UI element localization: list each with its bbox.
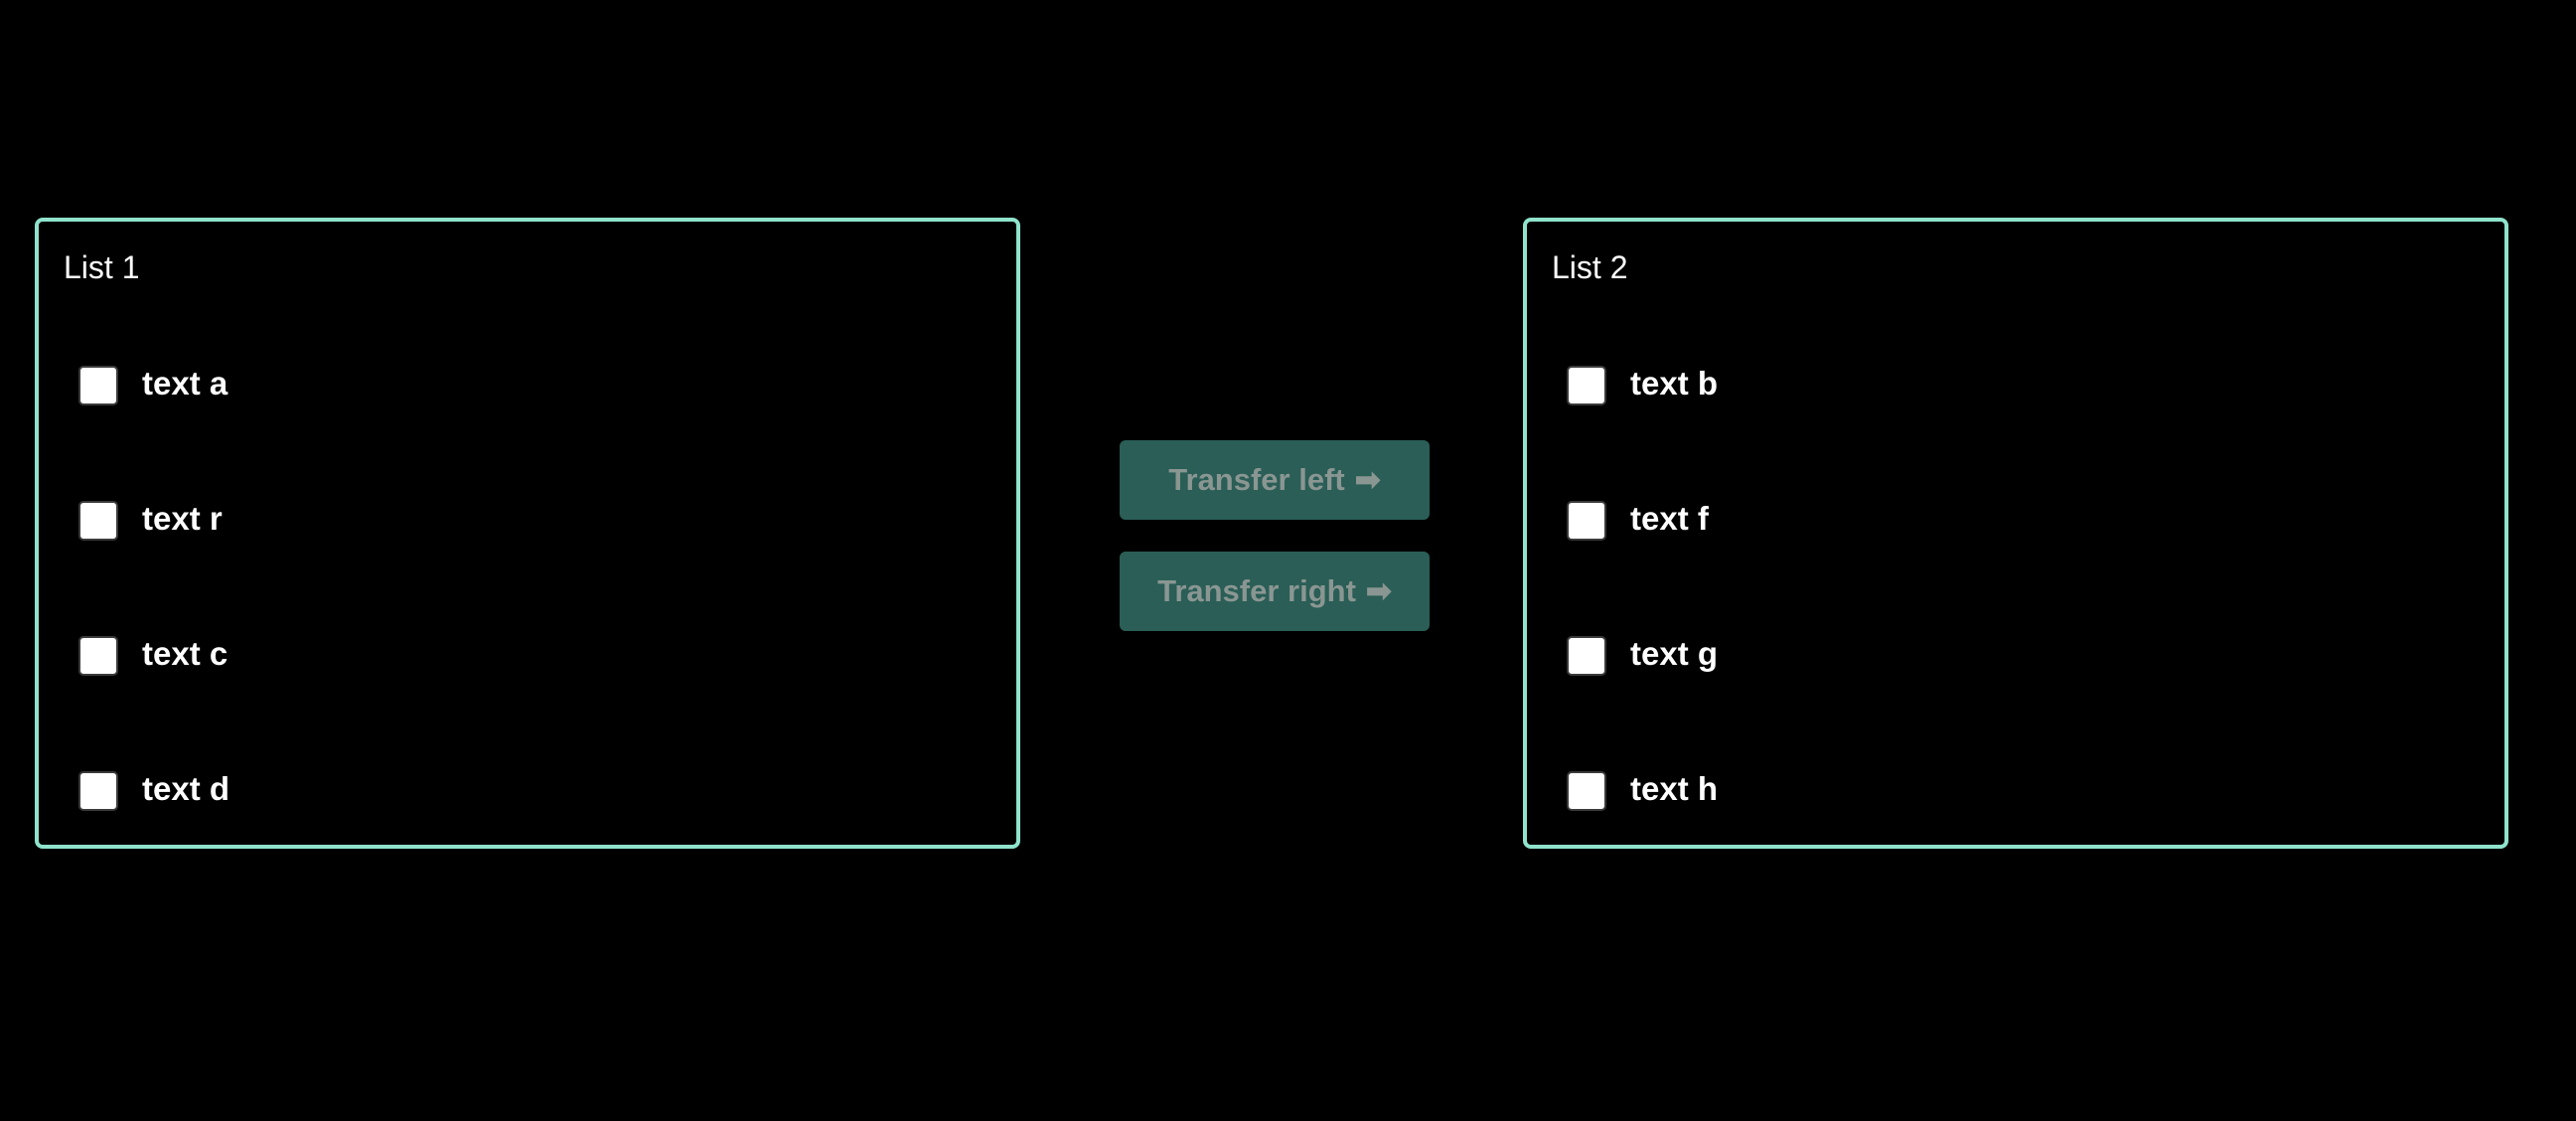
list-item[interactable]: text b bbox=[1567, 364, 1718, 407]
item-checkbox[interactable] bbox=[78, 636, 118, 676]
arrow-right-icon: ➡ bbox=[1365, 573, 1392, 608]
list-item[interactable]: text h bbox=[1567, 769, 1718, 813]
list-1-title: List 1 bbox=[64, 249, 140, 285]
item-label: text f bbox=[1630, 499, 1709, 537]
list-item[interactable]: text g bbox=[1567, 634, 1718, 678]
list-1-panel: List 1 text a text r text c text d bbox=[35, 218, 1020, 849]
item-checkbox[interactable] bbox=[78, 771, 118, 811]
list-item[interactable]: text c bbox=[78, 634, 227, 678]
item-checkbox[interactable] bbox=[1567, 366, 1606, 405]
list-2-title: List 2 bbox=[1552, 249, 1628, 285]
item-label: text h bbox=[1630, 769, 1719, 807]
item-checkbox[interactable] bbox=[1567, 771, 1606, 811]
list-item[interactable]: text a bbox=[78, 364, 227, 407]
item-label: text r bbox=[142, 499, 223, 537]
item-checkbox[interactable] bbox=[78, 501, 118, 541]
transfer-left-label: Transfer left bbox=[1168, 462, 1345, 497]
item-label: text g bbox=[1630, 634, 1719, 672]
transfer-right-label: Transfer right bbox=[1157, 573, 1356, 608]
item-checkbox[interactable] bbox=[78, 366, 118, 405]
item-checkbox[interactable] bbox=[1567, 501, 1606, 541]
item-label: text d bbox=[142, 769, 230, 807]
list-2-panel: List 2 text b text f text g text h bbox=[1523, 218, 2508, 849]
item-label: text b bbox=[1630, 364, 1719, 401]
item-label: text c bbox=[142, 634, 228, 672]
transfer-left-button[interactable]: Transfer left ➡ bbox=[1120, 440, 1430, 520]
list-item[interactable]: text f bbox=[1567, 499, 1709, 543]
list-item[interactable]: text r bbox=[78, 499, 223, 543]
item-label: text a bbox=[142, 364, 228, 401]
transfer-right-button[interactable]: Transfer right ➡ bbox=[1120, 552, 1430, 631]
item-checkbox[interactable] bbox=[1567, 636, 1606, 676]
arrow-right-icon: ➡ bbox=[1354, 462, 1381, 497]
list-item[interactable]: text d bbox=[78, 769, 229, 813]
